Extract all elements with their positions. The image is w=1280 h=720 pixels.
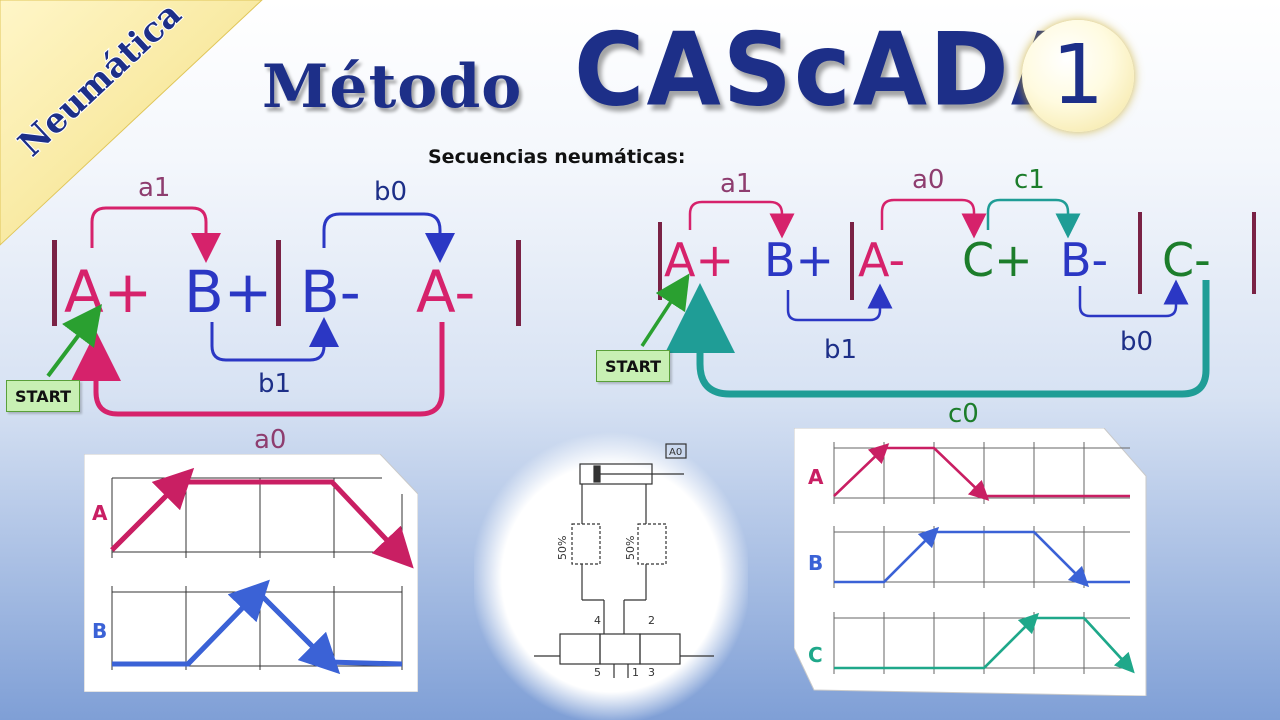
badge-number: 1 xyxy=(1051,28,1105,123)
label-port-2: 2 xyxy=(648,614,655,627)
step-a-plus: A+ xyxy=(64,258,152,326)
step-b-minus: B- xyxy=(1060,233,1108,287)
arrow-b0 xyxy=(322,212,455,263)
step-a-minus: A- xyxy=(416,258,475,326)
group-bar xyxy=(52,240,57,326)
row-label-a: A xyxy=(92,501,108,525)
label-port-1: 1 xyxy=(632,666,639,679)
label-a1: a1 xyxy=(138,173,170,203)
diagram-paper xyxy=(794,428,1147,696)
label-b0: b0 xyxy=(1120,327,1153,357)
row-label-b: B xyxy=(92,619,107,643)
trace-b-up xyxy=(883,526,940,583)
group-bar xyxy=(658,222,662,300)
step-b-plus: B+ xyxy=(764,233,834,287)
trace-c-up xyxy=(983,612,1040,669)
step-a-plus: A+ xyxy=(664,233,734,287)
arrow-a0 xyxy=(71,322,445,417)
arrow-c1 xyxy=(986,198,1081,239)
trace-a-step xyxy=(110,467,195,552)
label-percent-right: 50% xyxy=(624,536,637,560)
trace-c-down xyxy=(1083,617,1135,674)
pneumatic-circuit: A0 50% 50% 4 2 5 1 3 xyxy=(474,432,748,720)
label-a0: a0 xyxy=(912,165,944,195)
arrow-a1 xyxy=(688,200,795,239)
label-b1: b1 xyxy=(824,335,857,365)
left-sequence-diagram: A+ B+ B- A- a1 b0 b1 a0 xyxy=(46,173,521,455)
start-arrow xyxy=(46,304,102,378)
step-b-plus: B+ xyxy=(184,258,272,326)
title-cascada: CAScADA xyxy=(574,11,1088,129)
label-c0: c0 xyxy=(948,399,979,429)
trace-a-down xyxy=(933,447,990,501)
label-port-4: 4 xyxy=(594,614,601,627)
label-a0: a0 xyxy=(254,425,286,455)
step-c-minus: C- xyxy=(1162,233,1211,287)
arrow-b0 xyxy=(1078,279,1189,318)
start-label-right: START xyxy=(596,350,671,382)
trace-b-down xyxy=(1033,531,1090,588)
label-a0-box: A0 xyxy=(669,447,682,458)
trace-b-down xyxy=(258,592,341,675)
step-a-minus: A- xyxy=(858,233,905,287)
group-bar xyxy=(850,222,854,300)
label-b0: b0 xyxy=(374,177,407,207)
group-bar xyxy=(516,240,521,326)
subtitle: Secuencias neumáticas: xyxy=(428,146,686,168)
group-bar xyxy=(276,240,281,326)
label-b1: b1 xyxy=(258,369,291,399)
row-label-a: A xyxy=(808,465,824,489)
start-arrow xyxy=(640,273,690,347)
arrow-b1 xyxy=(786,283,893,322)
row-label-b: B xyxy=(808,551,823,575)
group-bar xyxy=(1138,212,1142,294)
arrow-a0 xyxy=(880,198,987,239)
trace-b xyxy=(834,530,1130,584)
arrow-c0 xyxy=(665,280,1210,398)
grid-a xyxy=(111,477,403,670)
step-c-plus: C+ xyxy=(962,233,1033,287)
trace-b-up xyxy=(186,579,270,666)
arrow-b1 xyxy=(210,317,339,362)
step-b-minus: B- xyxy=(300,258,361,326)
label-c1: c1 xyxy=(1014,165,1045,195)
arrow-a1 xyxy=(90,206,221,263)
left-timing-diagram: A B xyxy=(84,454,418,692)
title-metodo: Método xyxy=(262,52,523,122)
label-percent-left: 50% xyxy=(556,536,569,560)
diagram-paper xyxy=(84,454,418,692)
row-label-c: C xyxy=(808,643,823,667)
circuit-spotlight xyxy=(474,432,748,720)
episode-badge: 1 xyxy=(1022,20,1134,132)
label-port-5: 5 xyxy=(594,666,601,679)
trace-a-up xyxy=(833,443,890,497)
start-label-left: START xyxy=(6,380,81,412)
corner-ribbon: Neumática xyxy=(0,0,263,246)
right-sequence-diagram: A+ B+ A- C+ B- C- a1 a0 c1 b1 b0 c0 xyxy=(640,165,1256,429)
label-a1: a1 xyxy=(720,169,752,199)
right-timing-diagram: A B C xyxy=(794,428,1147,696)
circuit-lines xyxy=(534,443,714,678)
label-port-3: 3 xyxy=(648,666,655,679)
group-bar xyxy=(1252,212,1256,294)
